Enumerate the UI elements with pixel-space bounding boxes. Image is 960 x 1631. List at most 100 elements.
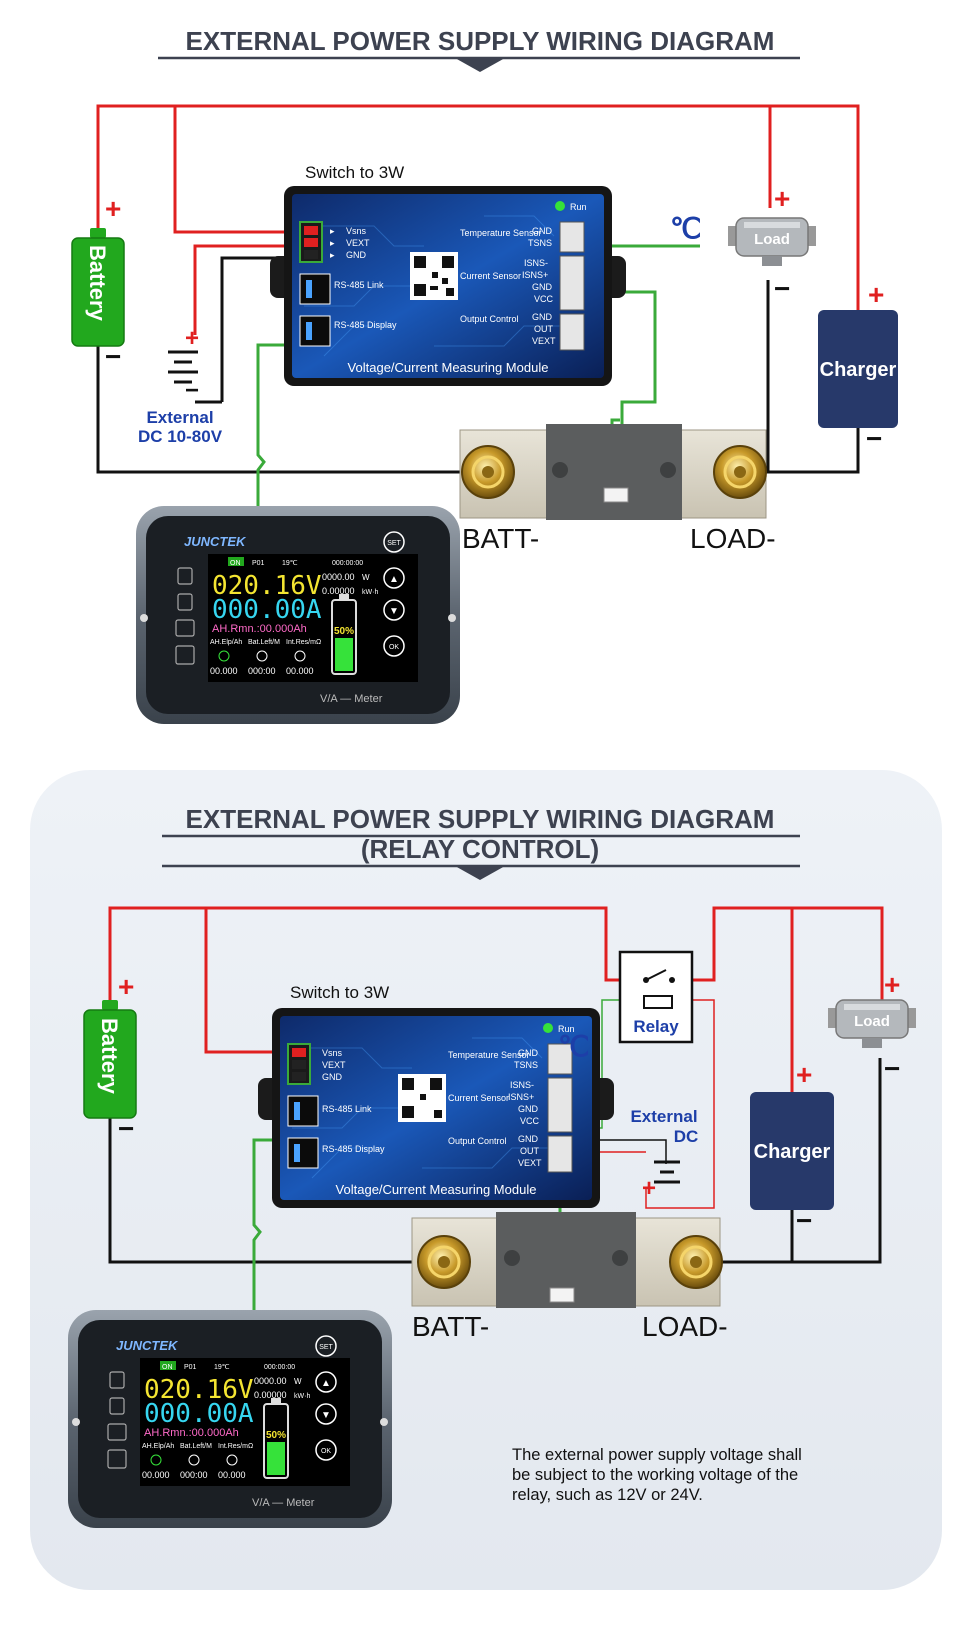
svg-text:+: +: [118, 971, 134, 1002]
meter-current: 000.00A: [212, 595, 322, 625]
down-button-2[interactable]: [315, 1403, 337, 1425]
svg-text:TSNS: TSNS: [528, 238, 552, 248]
battery-plus: +: [105, 193, 121, 224]
svg-text:+: +: [185, 325, 199, 352]
svg-text:ON: ON: [162, 1364, 173, 1371]
module-name: Voltage/Current Measuring Module: [348, 360, 549, 375]
set-button[interactable]: [383, 531, 405, 553]
svg-text:ISNS-: ISNS-: [510, 1080, 534, 1090]
left-terminal-block: [299, 221, 323, 263]
meter-side-icons: [175, 567, 195, 665]
temperature-icon-2: ℃: [558, 1031, 589, 1062]
up-button-2[interactable]: [315, 1371, 337, 1393]
rs485-display-label: RS-485 Display: [334, 320, 397, 330]
svg-text:GND: GND: [322, 1072, 343, 1082]
run-label: Run: [570, 202, 587, 212]
qr-code-2: [398, 1074, 446, 1122]
svg-text:−: −: [796, 1205, 812, 1236]
svg-text:0000.00: 0000.00: [322, 572, 355, 582]
svg-text:020.16V: 020.16V: [144, 1375, 254, 1405]
external-label: External: [146, 408, 213, 427]
ok-button-2[interactable]: [315, 1439, 337, 1461]
meter-brand: JUNCTEK: [184, 534, 247, 549]
va-meter: JUNCTEK ON P01 19℃ 000:00:00 020.16V 000…: [136, 506, 460, 724]
external-dc-2: External DC +: [630, 1107, 698, 1202]
ok-button[interactable]: [383, 635, 405, 657]
output-control-label: Output Control: [460, 314, 519, 324]
svg-text:▸: ▸: [330, 226, 335, 236]
svg-text:V/A — Meter: V/A — Meter: [252, 1497, 315, 1509]
pin-gnd: GND: [346, 250, 367, 260]
set-button-2[interactable]: [315, 1335, 337, 1357]
relay-red-wires: [108, 906, 884, 1209]
svg-text:GND: GND: [518, 1104, 539, 1114]
svg-text:▼: ▼: [321, 1410, 331, 1421]
meter-buttons[interactable]: [383, 531, 405, 657]
svg-text:AH.Elp/Ah: AH.Elp/Ah: [142, 1443, 174, 1450]
meter-footer: V/A — Meter: [320, 693, 383, 705]
svg-text:+: +: [884, 969, 900, 1000]
batt-neg-label-2: BATT-: [412, 1311, 489, 1342]
svg-text:OK: OK: [389, 644, 399, 651]
batt-bolt: [460, 444, 516, 500]
svg-text:GND: GND: [532, 282, 553, 292]
red-wires: [96, 104, 860, 335]
svg-text:Voltage/Current Measuring Modu: Voltage/Current Measuring Module: [336, 1182, 537, 1197]
temp-sensor-label: Temperature Sensor: [460, 228, 542, 238]
meter-voltage: 020.16V: [212, 571, 322, 601]
svg-text:00.000: 00.000: [286, 666, 314, 676]
pin-vsns: Vsns: [346, 226, 367, 236]
svg-text:OUT: OUT: [534, 324, 554, 334]
rs485-display-port: [299, 315, 331, 347]
pin-vext: VEXT: [346, 238, 370, 248]
right-pin-labels: GND TSNS ISNS- ISNS+ GND VCC GND OUT VEX…: [522, 226, 556, 346]
svg-text:W: W: [362, 573, 370, 582]
svg-text:0.00000: 0.00000: [254, 1390, 287, 1400]
battery-label: Battery: [85, 245, 110, 322]
svg-text:Bat.Left/M: Bat.Left/M: [180, 1443, 212, 1450]
svg-text:000.00A: 000.00A: [144, 1399, 254, 1429]
svg-text:Int.Res/mΩ: Int.Res/mΩ: [286, 639, 321, 646]
svg-text:JUNCTEK: JUNCTEK: [116, 1338, 179, 1353]
svg-text:−: −: [185, 377, 199, 404]
diagram2-subtitle: (RELAY CONTROL): [361, 834, 599, 864]
up-button[interactable]: [383, 567, 405, 589]
svg-text:GND: GND: [532, 226, 553, 236]
shunt: [459, 424, 768, 520]
switch-label-2: Switch to 3W: [290, 983, 389, 1002]
svg-text:kW·h: kW·h: [362, 589, 378, 596]
down-button[interactable]: [383, 599, 405, 621]
current-sensor-label: Current Sensor: [460, 271, 521, 281]
svg-text:50%: 50%: [334, 626, 354, 637]
note-line-3: relay, such as 12V or 24V.: [512, 1486, 703, 1504]
svg-text:−: −: [884, 1053, 900, 1084]
battery-label-2: Battery: [97, 1018, 122, 1095]
svg-text:▲: ▲: [389, 574, 399, 585]
batt-neg-label: BATT-: [462, 523, 539, 554]
svg-text:AH.Rmn.:00.000Ah: AH.Rmn.:00.000Ah: [144, 1427, 239, 1439]
charger: Charger + −: [818, 279, 898, 454]
va-meter-2: JUNCTEK ON P01 19℃ 000:00:00 020.16V 000…: [68, 1310, 392, 1528]
svg-text:SET: SET: [387, 540, 401, 547]
load-neg-label: LOAD-: [690, 523, 776, 554]
note-line-1: The external power supply voltage shall: [512, 1446, 802, 1464]
relay: Relay: [618, 950, 694, 1044]
svg-text:Run: Run: [558, 1024, 575, 1034]
svg-text:GND: GND: [518, 1048, 539, 1058]
svg-text:VEXT: VEXT: [518, 1158, 542, 1168]
svg-text:Load: Load: [854, 1013, 890, 1030]
svg-text:TSNS: TSNS: [514, 1060, 538, 1070]
svg-text:Vsns: Vsns: [322, 1048, 343, 1058]
svg-text:OK: OK: [321, 1448, 331, 1455]
svg-text:+: +: [642, 1175, 656, 1202]
note-line-2: be subject to the working voltage of the: [512, 1466, 798, 1484]
right-terminal-blocks: [559, 221, 585, 351]
svg-text:−: −: [118, 1113, 134, 1144]
svg-text:19℃: 19℃: [214, 1364, 230, 1371]
svg-text:Int.Res/mΩ: Int.Res/mΩ: [218, 1443, 253, 1450]
svg-text:000:00:00: 000:00:00: [332, 560, 363, 567]
battery-2: Battery + −: [83, 971, 137, 1144]
diagram-top: EXTERNAL POWER SUPPLY WIRING DIAGRAM Swi…: [71, 26, 898, 724]
switch-label: Switch to 3W: [305, 163, 404, 182]
svg-text:OUT: OUT: [520, 1146, 540, 1156]
